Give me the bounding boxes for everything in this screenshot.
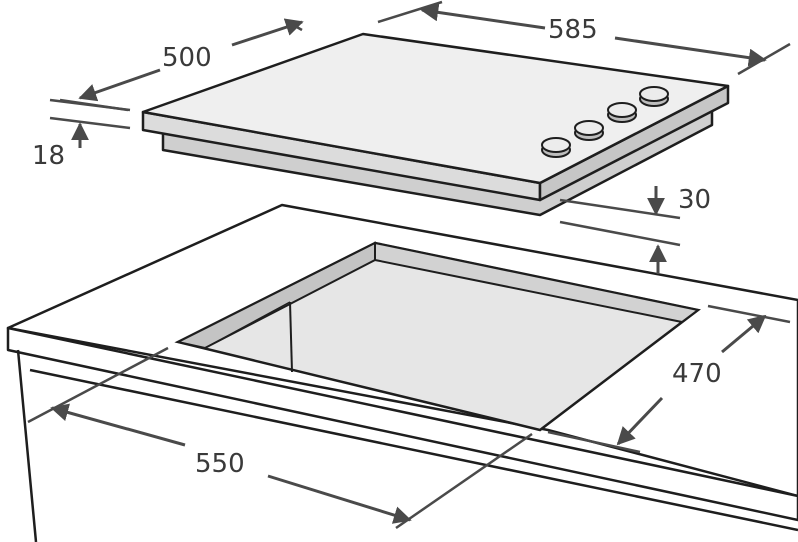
cutout-inner-edge xyxy=(289,301,293,373)
dim-label-hob-depth: 500 xyxy=(162,43,212,73)
cabinet-left-edge xyxy=(16,349,38,542)
dimension-hob-thickness xyxy=(49,98,131,148)
knob-icon xyxy=(574,120,604,141)
knob-icon xyxy=(541,137,571,158)
dim-label-cutout-width: 550 xyxy=(195,449,245,479)
hob-top-surface xyxy=(141,32,730,185)
dimension-cutout-width xyxy=(27,346,533,530)
dim-label-hob-thickness: 18 xyxy=(32,141,65,171)
cutout-left-wall xyxy=(175,241,376,350)
hob xyxy=(141,32,730,217)
worktop-front-edge xyxy=(6,326,798,522)
cutout-inner-front xyxy=(204,301,291,349)
hob-knobs xyxy=(541,86,669,158)
cutout xyxy=(174,241,701,432)
dim-label-hob-width: 585 xyxy=(548,15,598,45)
dimension-cutout-depth xyxy=(547,304,791,454)
dimension-hob-body-height xyxy=(559,186,681,274)
cabinet-front-edge xyxy=(29,368,798,532)
knob-icon xyxy=(607,102,637,123)
knob-icon xyxy=(639,86,669,107)
dim-label-hob-body-height: 30 xyxy=(678,185,711,215)
dim-label-cutout-depth: 470 xyxy=(672,359,722,389)
dimension-hob-width xyxy=(377,0,791,76)
